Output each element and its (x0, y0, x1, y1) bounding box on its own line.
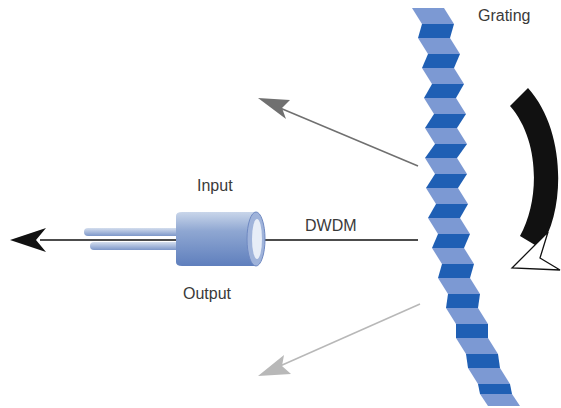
grating-facet (412, 8, 454, 24)
grating-facet (478, 384, 512, 394)
grating-facet (466, 354, 500, 368)
grating-facet (438, 264, 474, 278)
grating-facet (432, 248, 474, 264)
grating-facet (438, 278, 480, 294)
grating-facet (446, 294, 480, 308)
diffracted-beam (280, 108, 418, 166)
grating-facet (422, 68, 464, 84)
signal-label: DWDM (302, 216, 360, 235)
grating-facet (456, 324, 488, 338)
grating-facet (418, 38, 460, 54)
grating-facet (426, 188, 468, 204)
collimator-end (247, 212, 265, 266)
rotation-arrowhead (512, 232, 560, 270)
collimator (176, 212, 256, 266)
diffracted-arrowhead (258, 355, 291, 376)
grating-facet (425, 128, 467, 144)
grating-facet (480, 394, 520, 406)
grating-facet (418, 24, 454, 38)
diffracted-arrowhead (258, 98, 290, 119)
rotation-arrow (510, 88, 558, 248)
beam-arrowhead (10, 228, 46, 252)
grating-facet (424, 84, 464, 98)
grating-facet (425, 114, 466, 128)
grating-facet (425, 158, 467, 174)
grating-facet (428, 204, 468, 218)
fiber (84, 228, 184, 236)
grating-facet (424, 98, 466, 114)
grating (412, 8, 520, 406)
grating-facet (425, 144, 467, 158)
grating-facet (422, 54, 460, 68)
grating-facet (426, 174, 467, 188)
grating-facet (468, 368, 510, 384)
grating-facet (456, 338, 498, 354)
fiber (90, 242, 184, 250)
diffracted-beam (280, 304, 420, 366)
part-label: Grating (478, 6, 530, 25)
port-label: Output (183, 284, 231, 303)
collimator-lens (252, 219, 262, 259)
grating-facet (432, 234, 470, 248)
grating-facet (428, 218, 470, 234)
port-label: Input (197, 176, 233, 195)
grating-facet (446, 308, 488, 324)
